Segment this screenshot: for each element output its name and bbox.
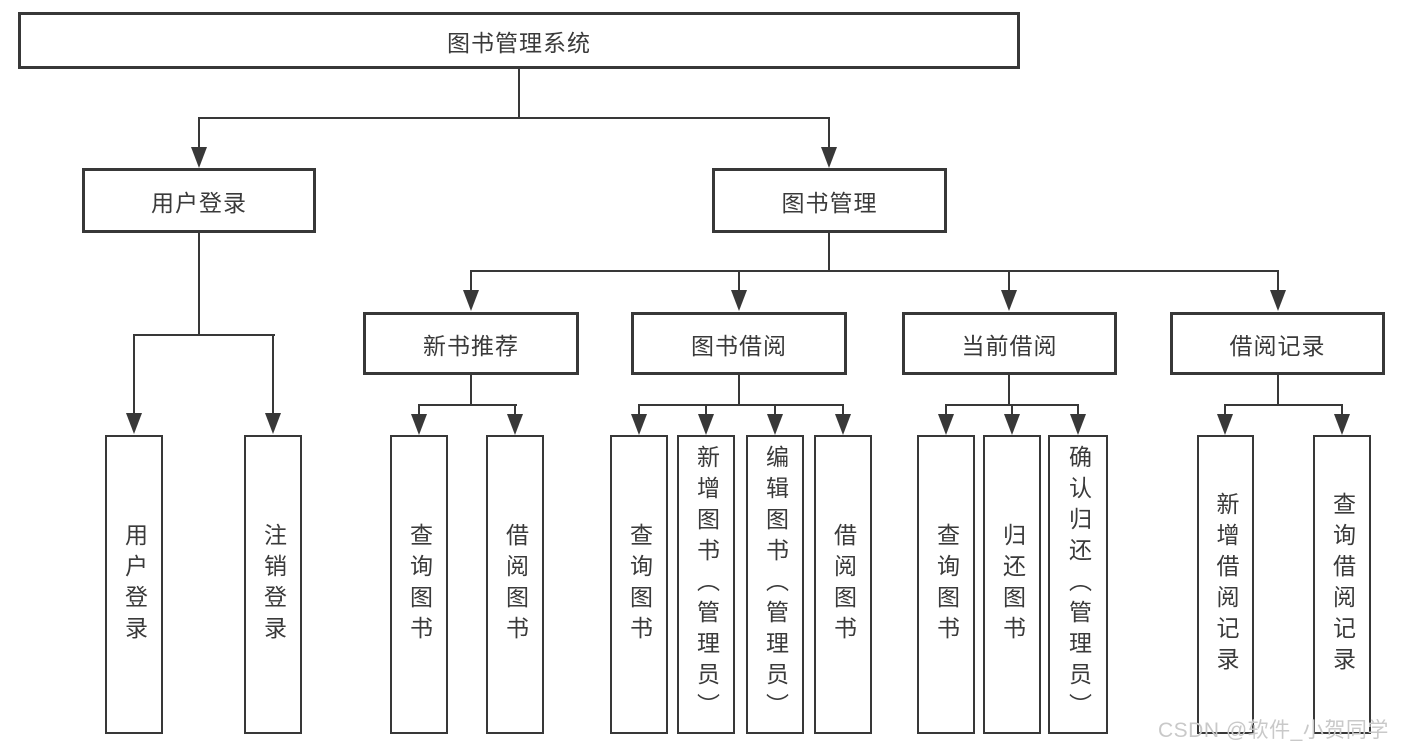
arrowhead-leaf-g [767, 414, 783, 435]
connector-current-borrow-stem [1008, 375, 1010, 406]
node-book-management-system-label: 图书管理系统 [447, 29, 591, 56]
connector-root-stem [518, 69, 520, 118]
connector-drop-login-leaf [133, 334, 135, 414]
node-borrowing-records: 借阅记录 [1170, 312, 1385, 375]
connector-drop-leaf-h [842, 404, 844, 417]
node-new-book-recommend-label: 新书推荐 [423, 332, 519, 359]
connector-book-borrow-branch [638, 404, 844, 406]
node-current-borrowing: 当前借阅 [902, 312, 1117, 375]
arrowhead-borrow-records [1270, 290, 1286, 311]
node-book-mgmt-label: 图书管理 [781, 189, 878, 216]
arrowhead-login-leaf [126, 413, 142, 434]
connector-new-books-stem [470, 375, 472, 406]
node-borrowing-records-label: 借阅记录 [1229, 332, 1326, 359]
leaf-user-login-label: 用户登录 [121, 522, 148, 647]
node-book-borrowing-label: 图书借阅 [691, 332, 787, 359]
node-book-mgmt: 图书管理 [712, 168, 947, 233]
leaf-confirm-return-admin: 确认归还（管理员） [1048, 435, 1108, 734]
connector-user-login-stem [198, 233, 200, 335]
connector-borrow-records-branch [1224, 404, 1343, 406]
csdn-watermark: CSDN @软件_小贺同学 [1158, 719, 1389, 742]
node-user-login-label: 用户登录 [151, 189, 247, 216]
connector-drop-new-books [470, 270, 472, 291]
leaf-add-borrow-record: 新增借阅记录 [1197, 435, 1254, 734]
connector-drop-logout-leaf [272, 334, 274, 414]
leaf-borrow-books-2-label: 借阅图书 [830, 522, 857, 647]
leaf-return-books: 归还图书 [983, 435, 1041, 734]
connector-drop-leaf-g [774, 404, 776, 417]
connector-drop-leaf-m [1341, 404, 1343, 417]
arrowhead-leaf-m [1334, 414, 1350, 435]
leaf-borrow-books-2: 借阅图书 [814, 435, 872, 734]
leaf-borrow-books-1: 借阅图书 [486, 435, 544, 734]
arrowhead-book-borrow [731, 290, 747, 311]
connector-drop-borrow-records [1277, 270, 1279, 291]
arrowhead-leaf-h [835, 414, 851, 435]
node-book-management-system: 图书管理系统 [18, 12, 1020, 69]
node-current-borrowing-label: 当前借阅 [961, 332, 1058, 359]
connector-drop-leaf-d [514, 404, 516, 417]
connector-drop-leaf-f [705, 404, 707, 417]
leaf-add-borrow-record-label: 新增借阅记录 [1213, 491, 1239, 678]
leaf-add-books-admin-label: 新增图书（管理员） [693, 445, 720, 724]
arrowhead-leaf-l [1217, 414, 1233, 435]
arrowhead-logout-leaf [265, 413, 281, 434]
connector-drop-book-borrow [738, 270, 740, 291]
leaf-query-books-2-label: 查询图书 [626, 522, 653, 647]
leaf-return-books-label: 归还图书 [999, 522, 1026, 647]
arrowhead-book-mgmt [821, 147, 837, 168]
connector-drop-leaf-i [945, 404, 947, 417]
node-new-book-recommend: 新书推荐 [363, 312, 579, 375]
connector-user-login-branch [133, 334, 275, 336]
leaf-edit-books-admin: 编辑图书（管理员） [746, 435, 804, 734]
leaf-logout-label: 注销登录 [260, 522, 287, 647]
leaf-query-borrow-record: 查询借阅记录 [1313, 435, 1371, 734]
connector-new-books-branch [418, 404, 517, 406]
leaf-query-books-3: 查询图书 [917, 435, 975, 734]
leaf-query-books-1: 查询图书 [390, 435, 448, 734]
arrowhead-leaf-c [411, 414, 427, 435]
arrowhead-current-borrow [1001, 290, 1017, 311]
connector-book-mgmt-branch [470, 270, 1279, 272]
leaf-edit-books-admin-label: 编辑图书（管理员） [762, 445, 789, 724]
leaf-add-books-admin: 新增图书（管理员） [677, 435, 735, 734]
connector-drop-leaf-e [638, 404, 640, 417]
connector-drop-leaf-c [418, 404, 420, 417]
connector-drop-leaf-j [1011, 404, 1013, 417]
arrowhead-leaf-j [1004, 414, 1020, 435]
leaf-query-borrow-record-label: 查询借阅记录 [1329, 491, 1356, 678]
leaf-query-books-1-label: 查询图书 [406, 522, 433, 647]
node-user-login: 用户登录 [82, 168, 316, 233]
arrowhead-leaf-f [698, 414, 714, 435]
connector-borrow-records-stem [1277, 375, 1279, 406]
leaf-borrow-books-1-label: 借阅图书 [502, 522, 529, 647]
arrowhead-new-books [463, 290, 479, 311]
connector-book-mgmt-stem [828, 233, 830, 271]
leaf-query-books-2: 查询图书 [610, 435, 668, 734]
leaf-query-books-3-label: 查询图书 [933, 522, 960, 647]
arrowhead-leaf-i [938, 414, 954, 435]
arrowhead-user-login [191, 147, 207, 168]
arrowhead-leaf-d [507, 414, 523, 435]
connector-drop-leaf-k [1077, 404, 1079, 417]
connector-drop-book-mgmt [828, 117, 830, 149]
leaf-user-login: 用户登录 [105, 435, 163, 734]
leaf-confirm-return-admin-label: 确认归还（管理员） [1065, 445, 1092, 724]
arrowhead-leaf-e [631, 414, 647, 435]
connector-book-borrow-stem [738, 375, 740, 406]
leaf-logout: 注销登录 [244, 435, 302, 734]
connector-drop-user-login [198, 117, 200, 149]
connector-root-branch [198, 117, 830, 119]
connector-drop-leaf-l [1224, 404, 1226, 417]
node-book-borrowing: 图书借阅 [631, 312, 847, 375]
arrowhead-leaf-k [1070, 414, 1086, 435]
connector-drop-current-borrow [1008, 270, 1010, 291]
